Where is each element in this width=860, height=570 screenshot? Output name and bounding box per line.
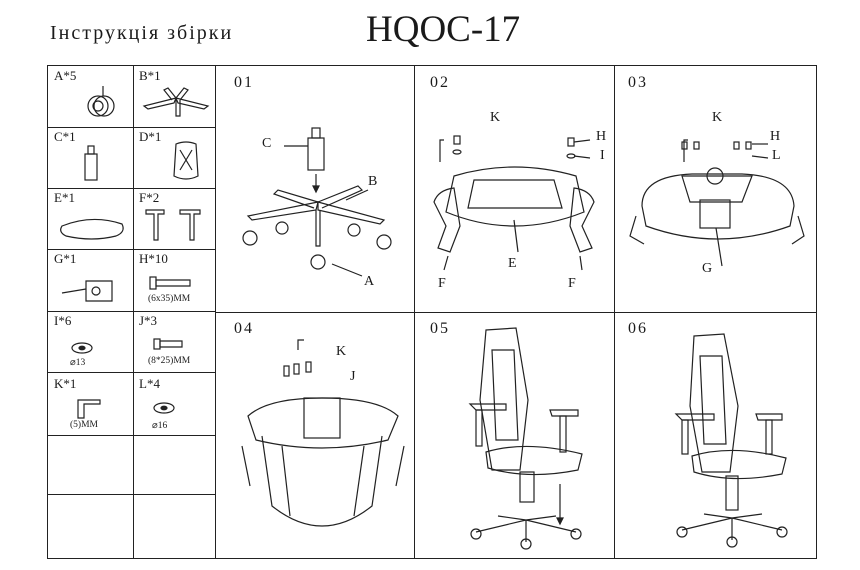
- gas-lift-icon: [84, 145, 98, 181]
- instruction-grid: A*5 B*1 C*1 D*1 E*1 F*2 G*1 H*10 (6x35)M…: [47, 65, 817, 559]
- screw-icon: [153, 338, 183, 350]
- callout-k: K: [490, 110, 501, 125]
- step-06-chair-illustration: [674, 333, 788, 548]
- part-label-h: H*10: [139, 251, 168, 266]
- part-note-i: ⌀13: [70, 358, 86, 368]
- part-label-g: G*1: [54, 251, 77, 266]
- part-label-d: D*1: [139, 129, 162, 144]
- callout-h: H: [770, 129, 781, 144]
- part-note-l: ⌀16: [152, 421, 168, 431]
- model-title: HQOC-17: [366, 9, 521, 50]
- step-05-chair-illustration: [468, 327, 583, 550]
- bolt-icon: [149, 276, 191, 290]
- step-number-02: 02: [430, 74, 450, 91]
- callout-l: L: [772, 148, 781, 163]
- part-label-b: B*1: [139, 68, 161, 83]
- hex-key-icon: [77, 399, 101, 419]
- callout-k: K: [712, 110, 723, 125]
- step-04-backrest-illustration: [241, 339, 405, 527]
- step-number-03: 03: [628, 74, 648, 91]
- callout-j: J: [350, 369, 356, 384]
- part-label-e: E*1: [54, 190, 75, 205]
- callout-i: I: [600, 148, 605, 163]
- armrest-icon: [145, 209, 201, 241]
- backrest-icon: [173, 141, 199, 180]
- callout-c: C: [262, 136, 272, 151]
- callout-f-left: F: [438, 276, 446, 291]
- step-number-05: 05: [430, 320, 450, 337]
- caster-wheel-icon: [87, 86, 115, 117]
- step-number-04: 04: [234, 320, 254, 337]
- callout-k: K: [336, 344, 347, 359]
- callout-g: G: [702, 261, 713, 276]
- callout-a: A: [364, 274, 375, 289]
- part-label-c: C*1: [54, 129, 76, 144]
- part-label-k: K*1: [54, 376, 77, 391]
- part-label-l: L*4: [139, 376, 160, 391]
- mechanism-icon: [61, 280, 113, 302]
- chair-base-icon: [142, 87, 210, 117]
- step-number-01: 01: [234, 74, 254, 91]
- part-label-a: A*5: [54, 68, 77, 83]
- part-label-i: I*6: [54, 313, 72, 328]
- callout-e: E: [508, 256, 517, 271]
- seat-cushion-icon: [60, 218, 124, 240]
- callout-h: H: [596, 129, 607, 144]
- step-01-base-illustration: [242, 127, 392, 277]
- part-note-j: (8*25)MM: [148, 356, 191, 366]
- part-note-k: (5)MM: [70, 420, 98, 430]
- callout-b: B: [368, 174, 378, 189]
- callout-f-right: F: [568, 276, 576, 291]
- part-label-j: J*3: [139, 313, 158, 328]
- washer-icon: [71, 342, 93, 354]
- step-number-06: 06: [628, 320, 648, 337]
- page-subtitle: Інструкція збірки: [50, 22, 234, 44]
- part-label-f: F*2: [139, 190, 160, 205]
- part-note-h: (6x35)MM: [148, 294, 191, 304]
- step-03-mechanism-illustration: [629, 139, 805, 267]
- lock-washer-icon: [153, 402, 175, 414]
- step-02-seat-illustration: [433, 135, 595, 271]
